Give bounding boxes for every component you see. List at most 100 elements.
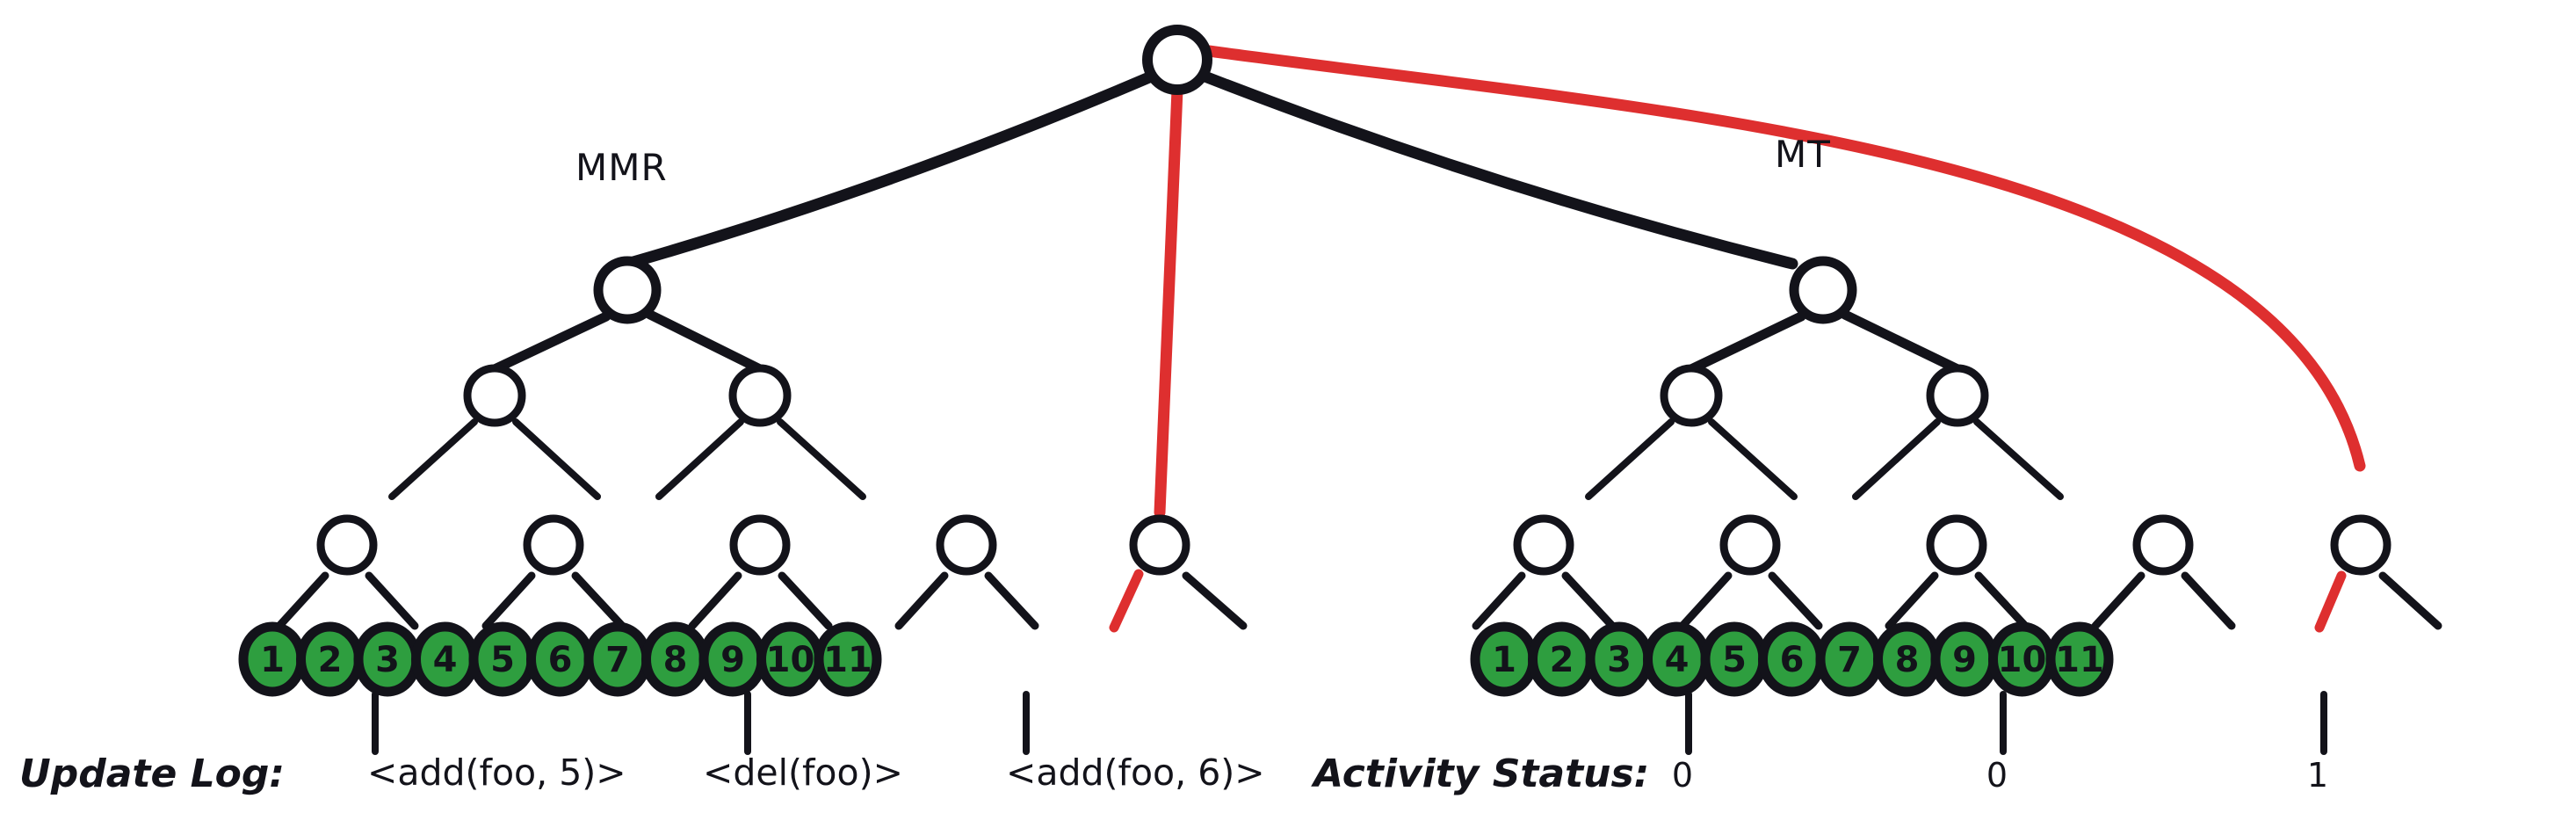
edge-mt-l2a-l3a (1585, 418, 1675, 500)
mmr-node-l2b[interactable] (728, 364, 792, 427)
leaf-label: 6 (548, 640, 573, 680)
leaf-node-mt-4[interactable]: 4 (1643, 621, 1711, 697)
leaf-node-mmr-6[interactable]: 6 (526, 621, 594, 697)
mt-edges (1201, 71, 2442, 630)
leaf-label: 1 (1492, 640, 1516, 680)
leaf-label: 7 (605, 640, 630, 680)
leaf-node-mmr-1[interactable]: 1 (238, 621, 307, 697)
edge-mmr-l1-l2b (645, 309, 765, 374)
highlight-root-to-mmr9-parent (1154, 84, 1183, 519)
leaf-node-mt-10[interactable]: 10 (1988, 621, 2056, 697)
leaf-node-mmr-10[interactable]: 10 (756, 621, 824, 697)
edge-mmr-l3d-leaf8 (984, 571, 1039, 630)
leaf-node-mmr-5[interactable]: 5 (468, 621, 537, 697)
leaf-node-mmr-4[interactable]: 4 (411, 621, 479, 697)
mmr-node-l2a[interactable] (463, 364, 526, 427)
leaf-label: 2 (318, 640, 343, 680)
leaf-label: 10 (1998, 640, 2047, 680)
annotation-ticks (372, 691, 2327, 755)
activity-status-caption: Activity Status: (1311, 752, 1649, 796)
mt-node-l1[interactable] (1789, 256, 1857, 324)
edge-mt-l3b-leaf4 (1768, 571, 1823, 630)
edge-mt-l1-l2a (1686, 311, 1806, 374)
edge-mt-l3c-leaf5 (1885, 571, 1939, 630)
mt-node-l3d[interactable] (2132, 514, 2194, 576)
mmr-node-l3c[interactable] (729, 514, 791, 576)
leaf-node-mt-9[interactable]: 9 (1930, 621, 1999, 697)
edge-mt-l3d-leaf8 (2181, 571, 2236, 630)
activity-status-value: 0 (1672, 756, 1693, 795)
leaf-node-mt-8[interactable]: 8 (1873, 621, 1941, 697)
edge-mmr-l2b-l3d (777, 418, 866, 500)
leaf-node-mmr-11[interactable]: 11 (814, 621, 882, 697)
mt-internal-nodes[interactable] (1513, 256, 2391, 576)
leaf-node-mt-5[interactable]: 5 (1700, 621, 1769, 697)
leaf-label: 2 (1550, 640, 1574, 680)
leaf-node-mt-2[interactable]: 2 (1528, 621, 1596, 697)
highlight-root-to-mt9-parent (1203, 45, 2366, 472)
leaf-node-mt-7[interactable]: 7 (1815, 621, 1884, 697)
leaf-label: 3 (375, 640, 400, 680)
update-log-entry: <add(foo, 6)> (1006, 752, 1265, 794)
mt-node-l3a[interactable] (1513, 514, 1574, 576)
edge-root-mmr (621, 71, 1155, 270)
leaf-node-mt-11[interactable]: 11 (2045, 621, 2114, 697)
leaf-label: 11 (2055, 640, 2104, 680)
edge-mmr-l3b-leaf3 (481, 571, 536, 630)
mmr-internal-nodes[interactable] (316, 256, 1190, 576)
update-log-entries: <add(foo, 5)> <del(foo)> <add(foo, 6)> (367, 752, 1265, 794)
leaf-label: 5 (1722, 640, 1747, 680)
leaf-node-mt-3[interactable]: 3 (1585, 621, 1653, 697)
leaf-label: 3 (1607, 640, 1632, 680)
tree-label-mt: MT (1775, 133, 1831, 176)
edge-mmr-l3c-leaf6 (778, 571, 833, 630)
mmr-node-l3d[interactable] (936, 514, 997, 576)
mt-node-l2b[interactable] (1926, 364, 1989, 427)
leaf-node-mt-1[interactable]: 1 (1470, 621, 1538, 697)
leaf-label: 9 (720, 640, 745, 680)
edge-mt-l3a-leaf2 (1561, 571, 1617, 630)
mmr-node-l1[interactable] (593, 256, 662, 324)
leaf-node-mmr-7[interactable]: 7 (583, 621, 652, 697)
leaf-label: 8 (663, 640, 688, 680)
leaf-label: 11 (823, 640, 872, 680)
mmr-edges (275, 71, 1248, 630)
leaf-node-mt-6[interactable]: 6 (1758, 621, 1826, 697)
leaf-node-mmr-8[interactable]: 8 (641, 621, 709, 697)
leaf-label: 4 (433, 640, 458, 680)
activity-status-value: 0 (1986, 756, 2008, 795)
leaf-circle (2045, 621, 2114, 697)
mmr-node-l3b[interactable] (523, 514, 584, 576)
mmr-node-l3e[interactable] (1129, 514, 1190, 576)
edge-mmr-l3d-leaf7 (894, 571, 949, 630)
leaf-circle (814, 621, 882, 697)
leaf-node-mmr-9[interactable]: 9 (698, 621, 767, 697)
leaf-label: 7 (1837, 640, 1862, 680)
update-log-entry: <del(foo)> (703, 752, 903, 794)
edge-mmr-l3a-leaf1 (275, 571, 329, 630)
highlight-mt9-parent-to-leaf (2314, 570, 2347, 633)
mmr-node-l3a[interactable] (316, 514, 378, 576)
leaf-label: 1 (260, 640, 285, 680)
update-log-entry: <add(foo, 5)> (367, 752, 626, 794)
leaf-label: 4 (1665, 640, 1690, 680)
edge-mt-l2b-l3d (1973, 418, 2064, 500)
mt-node-l3c[interactable] (1926, 514, 1987, 576)
leaf-label: 5 (490, 640, 515, 680)
leaf-node-mmr-2[interactable]: 2 (296, 621, 364, 697)
leaf-node-mmr-3[interactable]: 3 (353, 621, 422, 697)
edge-mmr-l3a-leaf2 (365, 571, 419, 630)
edge-mt-l3d-leaf7 (2091, 571, 2145, 630)
edge-mt-l2a-l3b (1708, 418, 1798, 500)
mt-node-l3b[interactable] (1719, 514, 1781, 576)
leaf-label: 9 (1952, 640, 1977, 680)
leaf-label: 6 (1780, 640, 1805, 680)
root-node[interactable] (1142, 25, 1212, 95)
mt-node-l3e[interactable] (2330, 514, 2391, 576)
mt-node-l2a[interactable] (1660, 364, 1723, 427)
